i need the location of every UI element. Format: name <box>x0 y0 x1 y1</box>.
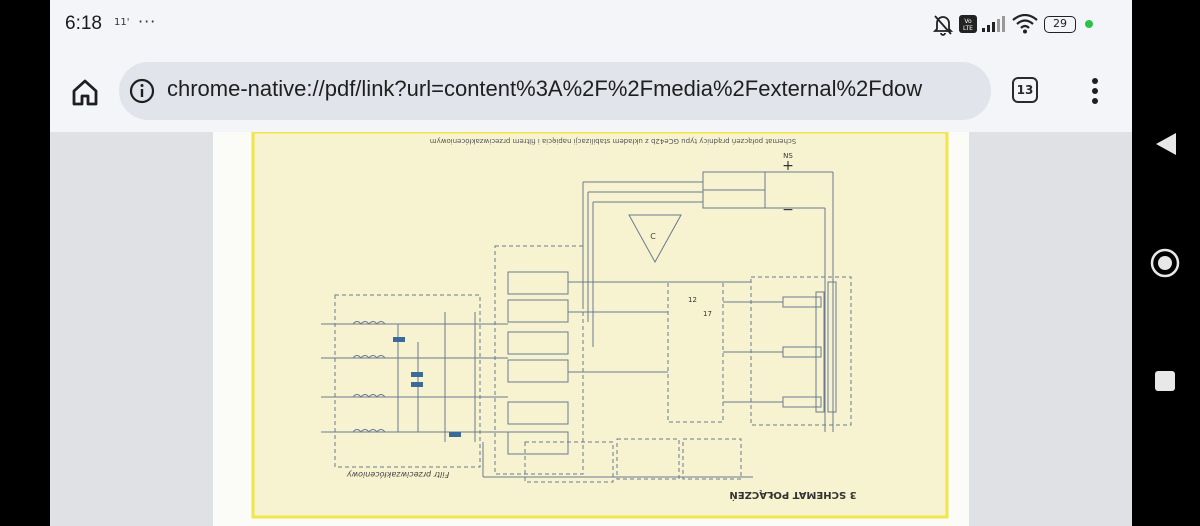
url-text[interactable]: chrome-native://pdf/link?url=content%3A%… <box>167 76 923 101</box>
phone-screen: 6:18 11' ··· Vo LTE 29 <box>50 0 1132 526</box>
left-black-bar <box>0 0 50 526</box>
label-17: 17 <box>703 310 712 318</box>
back-icon[interactable] <box>1154 131 1178 157</box>
label-12: 12 <box>688 296 697 304</box>
clock: 6:18 <box>65 13 102 34</box>
home-nav-icon[interactable] <box>1150 248 1180 278</box>
caption-top: Schemat połączeń prądnicy typu GCe42b z … <box>430 137 797 145</box>
info-icon[interactable] <box>129 78 155 104</box>
home-icon[interactable] <box>70 77 100 107</box>
battery-icon: 29 <box>1044 16 1076 33</box>
svg-text:LTE: LTE <box>963 25 973 32</box>
label-minus: − <box>782 202 794 218</box>
browser-toolbar: chrome-native://pdf/link?url=content%3A%… <box>50 52 1132 132</box>
title-bottom: 3 SCHEMAT POŁĄCZEŃ <box>729 489 856 502</box>
signal-icon <box>982 16 1005 32</box>
tab-count: 13 <box>1016 83 1034 97</box>
wifi-icon <box>1012 14 1038 34</box>
pdf-page[interactable]: Schemat połączeń prądnicy typu GCe42b z … <box>213 132 969 526</box>
pdf-viewer[interactable]: Schemat połączeń prądnicy typu GCe42b z … <box>50 132 1132 526</box>
navigation-bar <box>1132 0 1200 526</box>
menu-icon[interactable] <box>1085 76 1105 106</box>
more-notifications-icon: ··· <box>138 12 157 31</box>
label-ns: NS <box>783 152 793 160</box>
tab-switcher-button[interactable]: 13 <box>1012 77 1038 103</box>
circuit-schematic: Schemat połączeń prądnicy typu GCe42b z … <box>251 132 949 519</box>
svg-text:Vo: Vo <box>964 18 972 25</box>
mute-icon <box>933 15 953 36</box>
label-plus: + <box>782 158 794 174</box>
recents-icon[interactable] <box>1154 370 1176 392</box>
dot-icon <box>1085 20 1093 28</box>
battery-level: 29 <box>1053 17 1067 30</box>
volte-icon: Vo LTE <box>959 15 977 33</box>
status-bar: 6:18 11' ··· Vo LTE 29 <box>50 0 1132 52</box>
notification-text: 11' <box>114 17 130 28</box>
url-bar[interactable]: chrome-native://pdf/link?url=content%3A%… <box>119 62 991 120</box>
filter-label: Filtr przeciwzakłóceniowy <box>347 470 450 480</box>
label-c: C <box>650 232 656 241</box>
